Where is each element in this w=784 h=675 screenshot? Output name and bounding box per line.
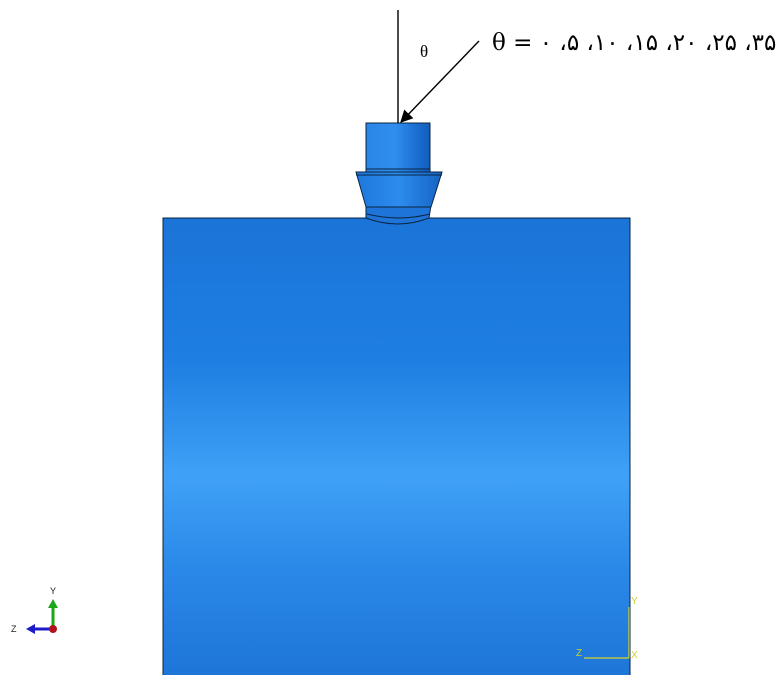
angle-values-label: θ = ۰ ،۵ ،۱۰ ،۱۵ ،۲۰ ،۲۵ ،۳۵ bbox=[492, 30, 776, 56]
csys-x-label: X bbox=[631, 650, 638, 661]
implant-cone bbox=[355, 171, 443, 208]
base-block bbox=[162, 217, 631, 675]
model-csys: Y Z X bbox=[576, 596, 638, 661]
csys-y-label: Y bbox=[631, 596, 638, 607]
triad-origin bbox=[49, 625, 57, 633]
triad-z-arrowhead bbox=[26, 624, 35, 634]
angle-symbol: θ bbox=[420, 42, 428, 61]
implant-abutment bbox=[355, 122, 443, 225]
view-triad: Y Z bbox=[11, 586, 58, 634]
triad-y-arrowhead bbox=[48, 599, 58, 608]
implant-collar bbox=[365, 204, 432, 225]
load-arrow bbox=[400, 40, 480, 123]
triad-y-label: Y bbox=[50, 586, 56, 596]
csys-z-label: Z bbox=[576, 648, 582, 659]
implant-collar-ring bbox=[366, 213, 431, 219]
triad-z-label: Z bbox=[11, 624, 17, 634]
abutment-cylinder bbox=[365, 122, 431, 173]
